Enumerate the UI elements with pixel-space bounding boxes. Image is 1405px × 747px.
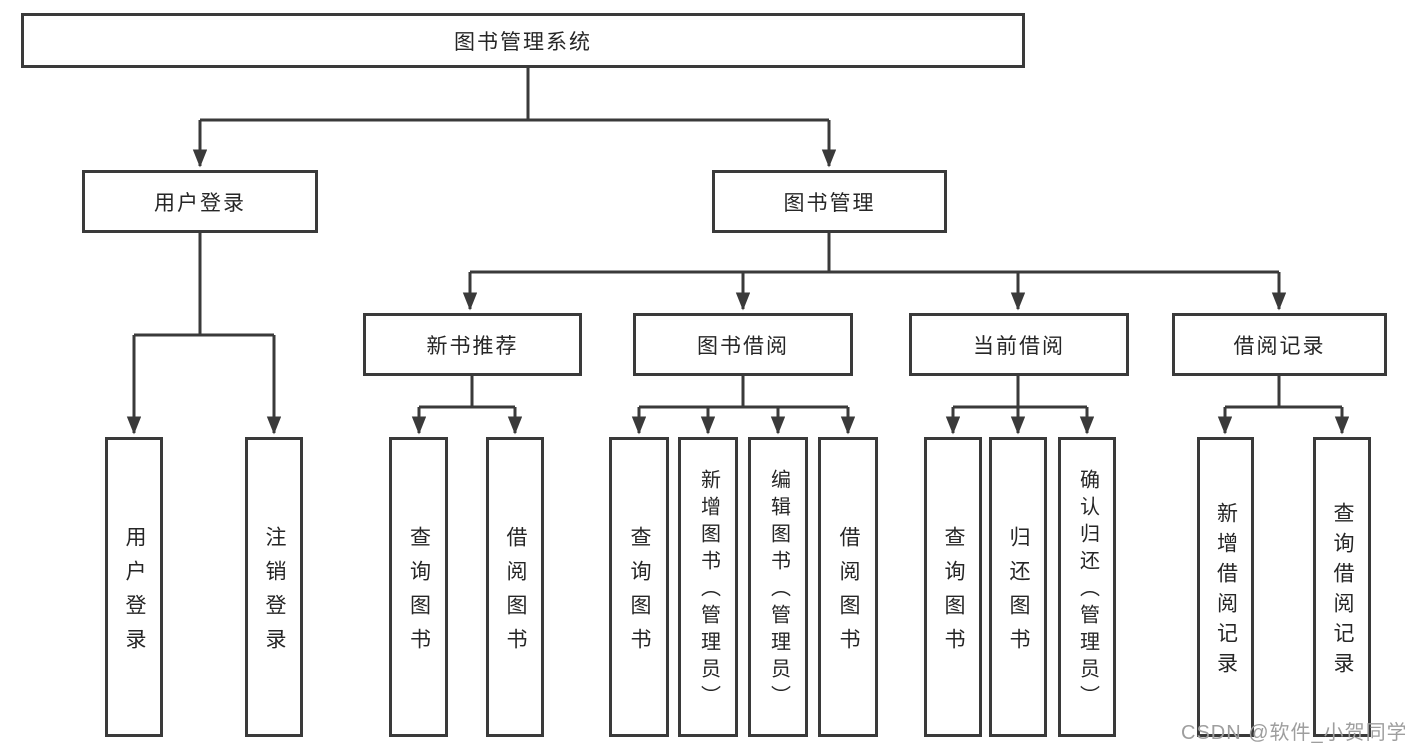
node-label: 用户登录	[154, 191, 246, 215]
leaf-edit-books-admin: 编辑图书（管理员）	[748, 437, 808, 737]
leaf-confirm-return-admin: 确认归还（管理员）	[1058, 437, 1116, 737]
leaf-label: 新增借阅记录	[1214, 501, 1238, 682]
leaf-user-login: 用户登录	[105, 437, 163, 737]
leaf-label: 新增图书（管理员）	[697, 469, 720, 712]
node-book-management: 图书管理	[712, 170, 947, 233]
leaf-return-books: 归还图书	[989, 437, 1047, 737]
leaf-label: 编辑图书（管理员）	[767, 469, 790, 712]
leaf-add-borrow-record: 新增借阅记录	[1197, 437, 1254, 737]
node-label: 当前借阅	[973, 334, 1065, 358]
leaf-query-borrow-record: 查询借阅记录	[1313, 437, 1371, 737]
node-book-borrow: 图书借阅	[633, 313, 853, 376]
leaf-query-books-recommend: 查询图书	[389, 437, 448, 737]
node-new-book-recommend: 新书推荐	[363, 313, 582, 376]
leaf-label: 确认归还（管理员）	[1076, 469, 1099, 712]
node-label: 新书推荐	[426, 334, 519, 358]
leaf-label: 注销登录	[263, 525, 287, 662]
leaf-add-books-admin: 新增图书（管理员）	[678, 437, 738, 737]
node-user-login: 用户登录	[82, 170, 318, 233]
node-label: 借阅记录	[1233, 334, 1326, 358]
leaf-label: 查询图书	[407, 525, 431, 662]
leaf-query-books-current: 查询图书	[924, 437, 982, 737]
leaf-logout: 注销登录	[245, 437, 303, 737]
leaf-query-books-borrow: 查询图书	[609, 437, 669, 737]
node-label: 图书借阅	[697, 334, 789, 358]
node-label: 图书管理	[783, 191, 876, 215]
leaf-label: 查询图书	[942, 525, 966, 662]
leaf-borrow-books-recommend: 借阅图书	[486, 437, 544, 737]
node-library-management-system: 图书管理系统	[21, 13, 1025, 68]
csdn-watermark: CSDN @软件_小贺同学	[1181, 722, 1405, 744]
leaf-label: 借阅图书	[837, 525, 861, 662]
node-label: 图书管理系统	[454, 30, 592, 54]
node-current-borrow: 当前借阅	[909, 313, 1129, 376]
leaf-borrow-books: 借阅图书	[818, 437, 878, 737]
leaf-label: 用户登录	[123, 525, 147, 662]
leaf-label: 归还图书	[1007, 525, 1031, 662]
leaf-label: 查询借阅记录	[1331, 501, 1355, 682]
leaf-label: 借阅图书	[504, 525, 528, 662]
node-borrow-records: 借阅记录	[1172, 313, 1387, 376]
leaf-label: 查询图书	[628, 525, 652, 662]
